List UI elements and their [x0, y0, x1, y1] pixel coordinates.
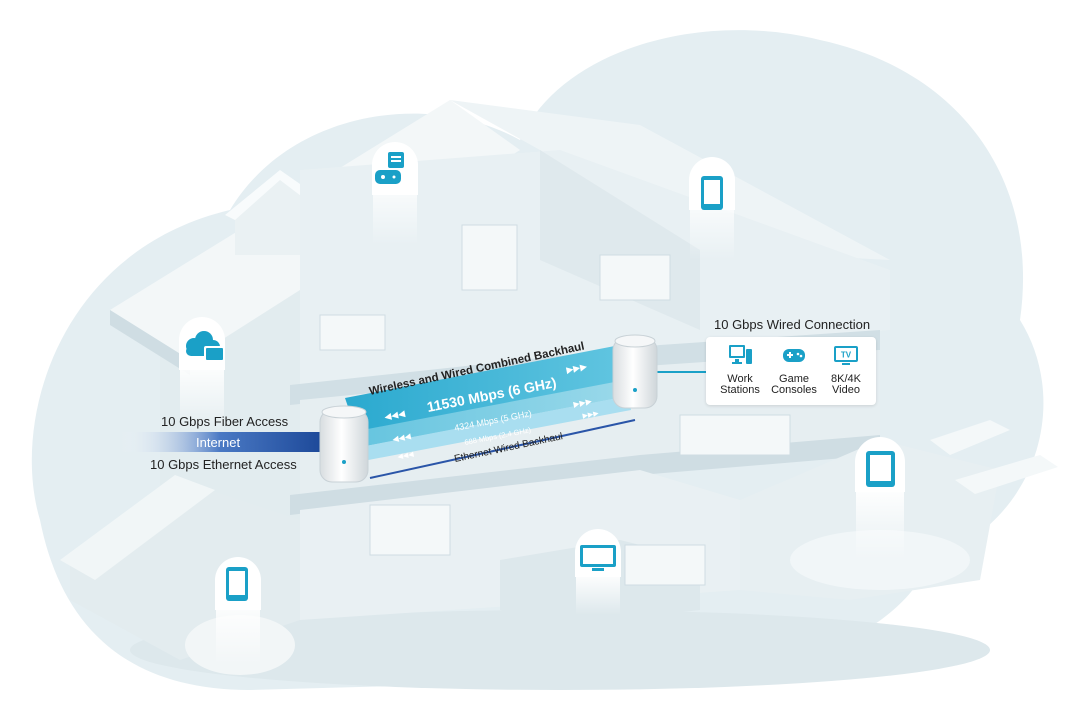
- gamepad-icon: [783, 349, 805, 362]
- workstation-icon: [729, 345, 752, 364]
- beam-24ghz: [355, 396, 631, 462]
- arrows-6ghz-left: ◀◀◀: [383, 408, 405, 422]
- kitchen: [369, 504, 451, 556]
- house-roof-right: [450, 100, 890, 260]
- device-game-consoles-line2: Consoles: [771, 384, 817, 396]
- cloud-folder-icon: [186, 331, 224, 361]
- fiber-access-label: 10 Gbps Fiber Access: [161, 414, 289, 429]
- phone-icon-lower: [226, 567, 248, 601]
- internet-bar: [120, 432, 320, 452]
- lounger-1: [930, 420, 1010, 455]
- tv-icon: TV: [834, 346, 858, 365]
- arrows-5ghz-left: ◀◀◀: [392, 431, 413, 444]
- sofa-upper: [319, 314, 386, 351]
- arrows-24ghz-right: ▶▶▶: [582, 410, 600, 420]
- bed: [679, 414, 791, 456]
- device-game-consoles: Game Consoles: [766, 343, 822, 396]
- lounger-2: [955, 455, 1058, 494]
- device-video-line2: Video: [832, 384, 860, 396]
- garage-roof: [60, 475, 215, 580]
- internet-label: Internet: [196, 435, 240, 450]
- device-video-line1: 8K/4K: [831, 373, 861, 385]
- router-right: [612, 334, 658, 409]
- beam-5ghz: [352, 380, 629, 448]
- device-game-consoles-line1: Game: [779, 373, 809, 385]
- house-roof-edge: [110, 310, 190, 375]
- sofa-lower: [624, 544, 706, 586]
- tv-badge-text: TV: [841, 351, 852, 360]
- ground-shadow: [130, 610, 990, 690]
- bookshelf: [461, 224, 518, 291]
- device-work-stations-line1: Work: [727, 373, 753, 385]
- arrows-24ghz-left: ◀◀◀: [397, 451, 415, 461]
- phone-icon-upper: [701, 176, 723, 210]
- gamepad-doc-icon: [375, 152, 404, 184]
- tablet-icon: [866, 451, 895, 487]
- arrows-6ghz-right: ▶▶▶: [565, 361, 587, 375]
- ethernet-access-label: 10 Gbps Ethernet Access: [150, 457, 297, 472]
- device-work-stations-line2: Stations: [720, 384, 760, 396]
- device-video: TV 8K/4K Video: [818, 343, 874, 396]
- beam-6ghz: [345, 345, 632, 433]
- pin-badge-gamepad: [372, 142, 418, 195]
- ethernet-line: [369, 419, 636, 479]
- device-work-stations: Work Stations: [712, 343, 768, 396]
- wired-devices-card: Work Stations Game Consoles TV 8K/4K Vid…: [706, 337, 876, 405]
- router-left: [319, 405, 369, 483]
- arrows-5ghz-right: ▶▶▶: [573, 396, 594, 409]
- wired-connection-label: 10 Gbps Wired Connection: [714, 317, 871, 332]
- tv-icon-lower: [580, 545, 616, 571]
- desk-upper: [599, 254, 671, 301]
